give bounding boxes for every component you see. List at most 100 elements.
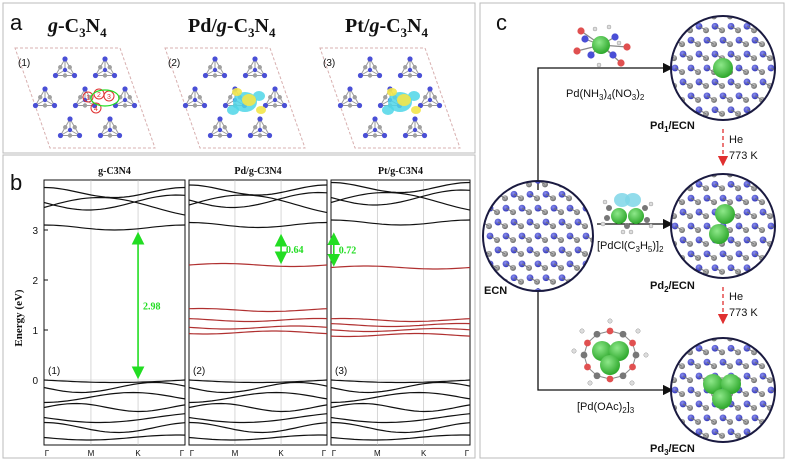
nitrogen-atom <box>680 0 687 2</box>
carbon-atom <box>751 139 757 145</box>
ligand-atom <box>573 47 580 54</box>
carbon-atom <box>78 95 82 99</box>
bond <box>667 268 674 272</box>
bond <box>779 138 786 142</box>
nitrogen-atom <box>664 264 671 271</box>
carbon-atom <box>655 157 661 163</box>
carbon-atom <box>655 377 661 383</box>
bond <box>466 166 473 170</box>
bond <box>683 268 690 272</box>
nitrogen-atom <box>736 442 743 449</box>
nitrogen-atom <box>463 247 470 254</box>
anneal-gas-1: He <box>729 134 743 146</box>
nitrogen-atom <box>68 128 72 132</box>
bond <box>763 296 770 300</box>
nitrogen-atom <box>728 456 735 461</box>
carbon-atom <box>647 255 653 261</box>
nitrogen-atom <box>664 181 671 188</box>
carbon-atom <box>775 13 781 19</box>
carbon-atom <box>655 111 661 117</box>
structure-title-1: g-C3N4 <box>47 15 107 40</box>
nitrogen-atom <box>712 456 719 461</box>
nitrogen-atom <box>688 9 695 16</box>
carbon-atom <box>208 65 212 69</box>
nitrogen-atom <box>760 317 767 324</box>
hydrogen-atom <box>617 41 621 45</box>
panel-c-graphics <box>455 0 787 461</box>
nitrogen-atom <box>776 264 783 271</box>
nitrogen-atom <box>511 302 518 309</box>
carbon-atom <box>63 73 67 77</box>
nitrogen-atom <box>776 456 783 461</box>
bond <box>771 198 778 202</box>
bond <box>699 296 706 300</box>
bond <box>643 334 650 338</box>
carbon-atom <box>630 307 636 313</box>
bond <box>763 320 770 324</box>
bond <box>747 0 754 2</box>
bond <box>659 226 666 230</box>
plot-frame <box>189 180 327 445</box>
carbon-atom <box>775 283 781 289</box>
bond <box>643 418 650 422</box>
pd-atom <box>592 36 610 54</box>
carbon-atom <box>775 171 781 177</box>
nitrogen-atom <box>752 120 759 127</box>
nitrogen-atom <box>427 86 432 91</box>
carbon-atom <box>550 307 556 313</box>
carbon-atom <box>606 293 612 299</box>
carbon-atom <box>263 125 267 129</box>
bond <box>659 334 666 338</box>
nitrogen-atom <box>463 191 470 198</box>
bond <box>667 348 674 352</box>
bond <box>651 82 658 86</box>
carbon-atom <box>526 293 532 299</box>
hydrogen-atom <box>649 202 653 206</box>
nitrogen-atom <box>53 73 58 78</box>
carbon-atom <box>679 13 685 19</box>
ligand-atom <box>629 364 636 371</box>
carbon-atom <box>558 293 564 299</box>
carbon-atom <box>663 227 669 233</box>
nitrogen-atom <box>428 98 432 102</box>
carbon-atom <box>719 139 725 145</box>
bond <box>618 264 625 268</box>
pd-atom <box>709 224 729 244</box>
nitrogen-atom <box>656 37 663 44</box>
nitrogen-atom <box>623 274 630 281</box>
nitrogen-atom <box>471 233 478 240</box>
nitrogen-atom <box>776 106 783 113</box>
pd-atom <box>713 58 733 78</box>
nitrogen-atom <box>203 73 208 78</box>
carbon-atom <box>767 433 773 439</box>
nitrogen-atom <box>607 274 614 281</box>
bond <box>683 432 690 436</box>
bond <box>691 334 698 338</box>
gap-label-3: 0.72 <box>339 246 357 257</box>
carbon-atom <box>278 95 282 99</box>
bond <box>651 348 658 352</box>
product-label-pd3: Pd3/ECN <box>650 443 695 457</box>
bond <box>651 156 658 160</box>
carbon-atom <box>743 283 749 289</box>
carbon-atom <box>647 13 653 19</box>
nitrogen-atom <box>640 414 647 421</box>
nitrogen-atom <box>688 167 695 174</box>
carbon-atom <box>775 97 781 103</box>
carbon-atom <box>518 307 524 313</box>
nitrogen-atom <box>117 133 122 138</box>
nitrogen-atom <box>623 302 630 309</box>
bond <box>651 296 658 300</box>
cl-atom <box>625 193 641 207</box>
bond <box>506 180 513 184</box>
carbon-atom <box>703 139 709 145</box>
bond <box>651 184 658 188</box>
carbon-atom <box>582 167 588 173</box>
carbon-atom <box>703 157 709 163</box>
carbon-atom <box>655 269 661 275</box>
carbon-atom <box>647 419 653 425</box>
bond <box>659 254 666 258</box>
